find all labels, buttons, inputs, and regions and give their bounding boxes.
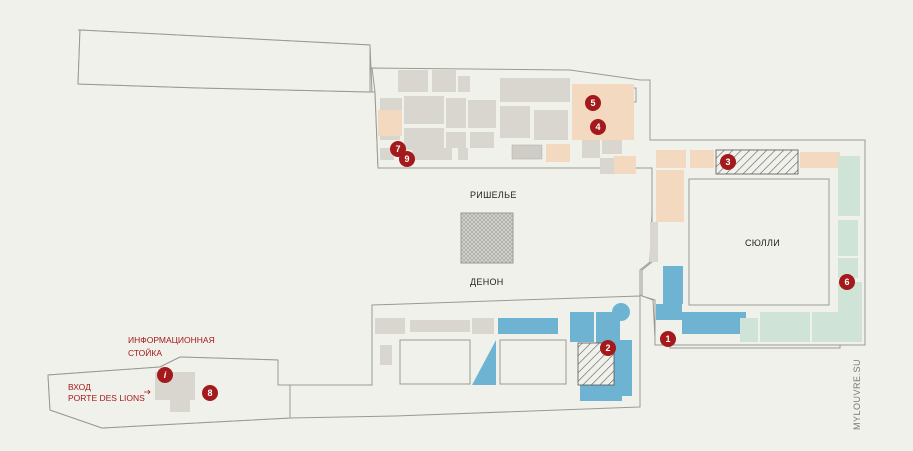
label-richelieu: РИШЕЛЬЕ	[470, 190, 517, 200]
north-galleries-outline	[77, 29, 371, 93]
info-icon	[157, 367, 173, 383]
label-info-line2: СТОЙКА	[128, 347, 162, 358]
green-rooms	[740, 156, 862, 342]
svg-text:7: 7	[395, 144, 400, 154]
svg-text:1: 1	[665, 334, 670, 344]
marker-2[interactable]: 2	[600, 340, 616, 356]
marker-4[interactable]: 4	[590, 119, 606, 135]
svg-text:2: 2	[605, 343, 610, 353]
label-entrance-line1: ВХОД	[68, 382, 91, 392]
svg-text:6: 6	[844, 277, 849, 287]
peach-rooms	[378, 84, 840, 222]
marker-9[interactable]: 9	[399, 151, 415, 167]
denon-court-west	[399, 339, 471, 385]
label-denon: ДЕНОН	[470, 277, 504, 287]
info-icon-glyph: i	[164, 370, 167, 380]
denon-court-east	[499, 339, 567, 385]
label-info-line1: ИНФОРМАЦИОННАЯ	[128, 335, 215, 345]
marker-1[interactable]: 1	[660, 331, 676, 347]
entrance-arrow-icon	[144, 389, 151, 395]
svg-text:9: 9	[404, 154, 409, 164]
marker-6[interactable]: 6	[839, 274, 855, 290]
svg-text:8: 8	[207, 388, 212, 398]
marker-5[interactable]: 5	[585, 95, 601, 111]
info-desk-marker[interactable]: i	[157, 367, 173, 383]
label-entrance-line2: PORTE DES LIONS	[68, 393, 145, 403]
svg-text:4: 4	[595, 122, 600, 132]
svg-text:3: 3	[725, 157, 730, 167]
marker-8[interactable]: 8	[202, 385, 218, 401]
pyramid-block	[460, 212, 514, 264]
cour-carree	[688, 178, 830, 306]
watermark: MYLOUVRE.SU	[852, 359, 862, 430]
marker-3[interactable]: 3	[720, 154, 736, 170]
grey-rooms-south	[155, 318, 494, 412]
svg-text:5: 5	[590, 98, 595, 108]
label-sully: СЮЛЛИ	[745, 238, 780, 248]
